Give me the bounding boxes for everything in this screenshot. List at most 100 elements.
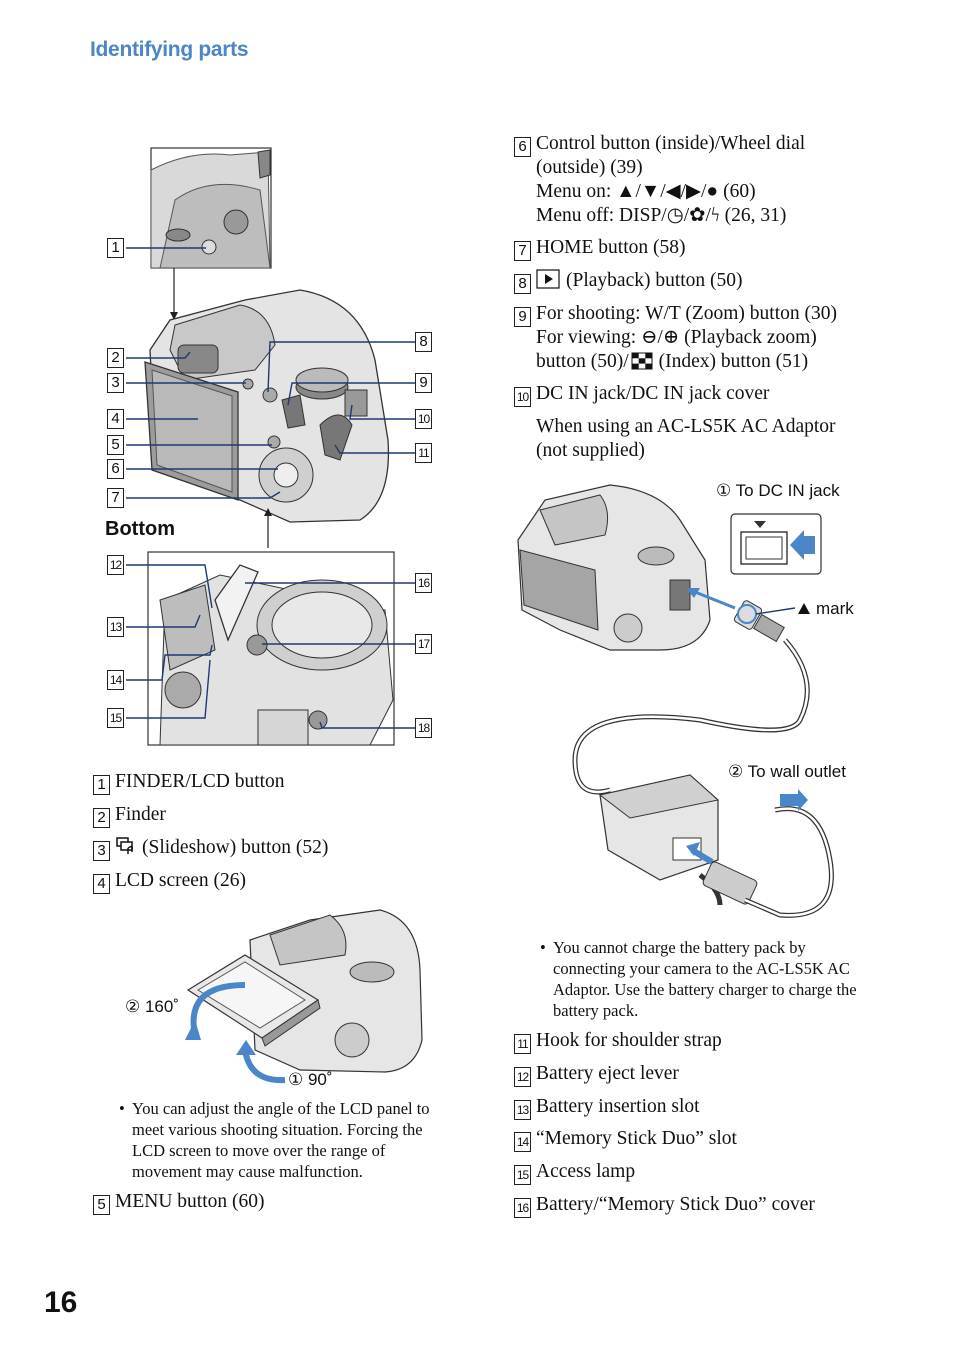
- item-number: 14: [514, 1132, 531, 1152]
- dc-in-jack-inset: [730, 513, 822, 575]
- lcd-angle-90-label: ① 90˚: [288, 1070, 333, 1089]
- callout-11: 11: [415, 443, 432, 463]
- callout-9: 9: [415, 373, 432, 393]
- item-text: button (50)/: [536, 351, 629, 372]
- item-number: 4: [93, 874, 110, 894]
- slideshow-icon: [116, 837, 133, 854]
- list-item-3: 3 (Slideshow) button (52): [93, 836, 328, 861]
- item-text: LCD screen (26): [115, 870, 247, 891]
- navigation-symbols-icon: ▲/▼/◀/▶/●: [616, 181, 719, 202]
- index-icon: [631, 352, 653, 370]
- callout-14: 14: [107, 670, 124, 690]
- zoom-out-in-icon: ⊖/⊕: [641, 327, 680, 348]
- item-text: When using an AC-LS5K AC Adaptor: [536, 416, 836, 437]
- to-wall-outlet-label: ② To wall outlet: [728, 762, 846, 781]
- item-number: 6: [514, 137, 531, 157]
- ac-adaptor-note: You cannot charge the battery pack by co…: [540, 937, 865, 1021]
- item-text: (Playback zoom): [684, 327, 817, 348]
- callout-17: 17: [415, 634, 432, 654]
- playback-icon: [536, 269, 560, 289]
- item-number: 16: [514, 1198, 531, 1218]
- item-number: 12: [514, 1067, 531, 1087]
- item-text: Battery insertion slot: [536, 1096, 700, 1117]
- section-title: Identifying parts: [90, 38, 249, 61]
- mark-label: mark: [816, 599, 854, 618]
- ac-adaptor-illustration: [517, 484, 834, 918]
- item-number: 11: [514, 1034, 531, 1054]
- item-text: (not supplied): [536, 440, 645, 461]
- callout-2: 2: [107, 348, 124, 368]
- item-number: 13: [514, 1100, 531, 1120]
- callout-7: 7: [107, 488, 124, 508]
- item-text: HOME button (58): [536, 237, 686, 258]
- callout-1: 1: [107, 238, 124, 258]
- list-item-6: 6 Control button (inside)/Wheel dial (ou…: [514, 132, 805, 228]
- item-text: Finder: [115, 804, 166, 825]
- item-text: Access lamp: [536, 1161, 636, 1182]
- item-number: 8: [514, 274, 531, 294]
- item-text: DC IN jack/DC IN jack cover: [536, 383, 770, 404]
- item-text: Menu on:: [536, 181, 612, 202]
- item-text: For shooting: W/T (Zoom) button (30): [536, 303, 837, 324]
- list-item-8: 8 (Playback) button (50): [514, 269, 743, 294]
- callout-10: 10: [415, 409, 432, 429]
- list-item-10: 10 DC IN jack/DC IN jack cover When usin…: [514, 382, 836, 463]
- callout-3: 3: [107, 373, 124, 393]
- item-text: Control button (inside)/Wheel dial: [536, 133, 806, 154]
- finder-closeup-inset: [150, 147, 272, 269]
- item-text: For viewing:: [536, 327, 637, 348]
- bottom-view-label: Bottom: [105, 518, 175, 540]
- lcd-angle-160-label: ② 160˚: [125, 997, 179, 1016]
- item-number: 9: [514, 307, 531, 327]
- callout-15: 15: [107, 708, 124, 728]
- callout-18: 18: [415, 718, 432, 738]
- to-dc-in-jack-label: ① To DC IN jack: [716, 481, 840, 500]
- self-timer-macro-flash-icons: ◷/✿/ϟ: [666, 205, 720, 226]
- item-number: 3: [93, 841, 110, 861]
- item-text: Battery eject lever: [536, 1063, 679, 1084]
- callout-13: 13: [107, 617, 124, 637]
- lcd-note: You can adjust the angle of the LCD pane…: [119, 1098, 454, 1182]
- callout-lines: [126, 247, 415, 729]
- camera-bottom-view: [147, 551, 395, 746]
- item-text: Menu off: DISP/: [536, 205, 667, 226]
- item-number: 2: [93, 808, 110, 828]
- item-number: 5: [93, 1195, 110, 1215]
- item-number: 10: [514, 387, 531, 407]
- item-number: 1: [93, 775, 110, 795]
- item-text: Battery/“Memory Stick Duo” cover: [536, 1194, 815, 1215]
- list-item-14: 14“Memory Stick Duo” slot: [514, 1127, 737, 1152]
- list-item-9: 9 For shooting: W/T (Zoom) button (30) F…: [514, 302, 837, 374]
- item-text: (Slideshow) button (52): [142, 837, 329, 858]
- item-text: Hook for shoulder strap: [536, 1030, 722, 1051]
- item-text: (Index) button (51): [658, 351, 809, 372]
- callout-12: 12: [107, 555, 124, 575]
- item-text: (60): [723, 181, 756, 202]
- item-text: (26, 31): [724, 205, 787, 226]
- item-text: FINDER/LCD button: [115, 771, 285, 792]
- item-text: “Memory Stick Duo” slot: [536, 1128, 737, 1149]
- item-number: 7: [514, 241, 531, 261]
- item-text: MENU button (60): [115, 1191, 265, 1212]
- item-text: (outside) (39): [536, 157, 643, 178]
- callout-4: 4: [107, 409, 124, 429]
- item-text: (Playback) button (50): [566, 270, 743, 291]
- lcd-angle-illustration: [185, 909, 423, 1084]
- item-number: 15: [514, 1165, 531, 1185]
- callout-6: 6: [107, 459, 124, 479]
- callout-16: 16: [415, 573, 432, 593]
- page-number: 16: [44, 1286, 78, 1319]
- callout-5: 5: [107, 435, 124, 455]
- callout-8: 8: [415, 332, 432, 352]
